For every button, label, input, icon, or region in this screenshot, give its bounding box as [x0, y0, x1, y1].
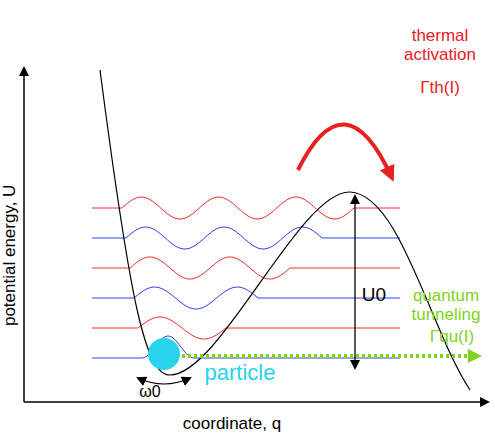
y-axis: [23, 68, 25, 402]
barrier-label: U0: [362, 285, 386, 306]
particle-dot: [148, 338, 180, 370]
barrier-height-arrow: [354, 196, 355, 368]
thermal-arrow: [298, 124, 392, 178]
wavefunction: [92, 257, 400, 279]
oscillation-arrow: [138, 378, 190, 384]
particle-label: particle: [205, 361, 276, 385]
potential-curve: [100, 70, 470, 390]
wavefunction: [92, 336, 400, 358]
frequency-label: ω0: [139, 383, 160, 401]
rate-label: Γqu(I): [430, 328, 474, 347]
process-label: quantum tunneling: [400, 287, 492, 324]
axis-label: potential energy, U: [2, 184, 21, 325]
wavefunctions: [92, 197, 400, 358]
process-label: thermal activation: [394, 27, 486, 64]
x-axis: [24, 401, 488, 403]
wavefunction: [92, 317, 400, 339]
wavefunction: [92, 197, 400, 219]
wavefunction: [92, 227, 400, 249]
axis-label: coordinate, q: [183, 415, 281, 434]
wavefunction: [92, 287, 400, 309]
rate-label: Γth(I): [420, 79, 460, 98]
tunneling-arrow: [182, 354, 478, 358]
